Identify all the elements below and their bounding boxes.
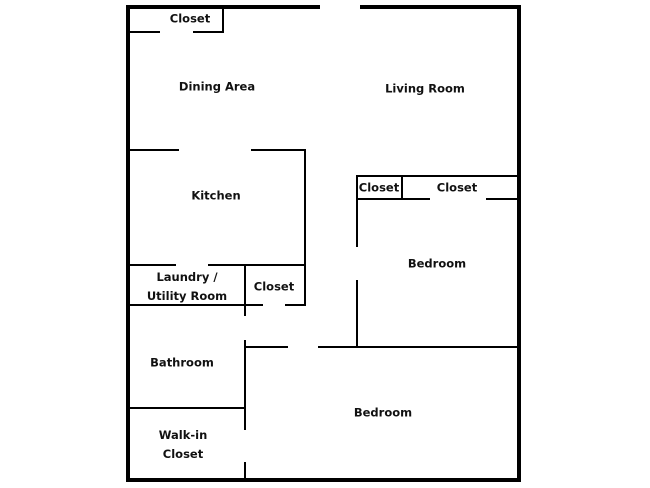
wall-laundry-top-b (208, 264, 306, 266)
wall-outer-top-right (360, 5, 521, 9)
wall-laundry-closet-divider (244, 266, 246, 316)
wall-laundry-bottom-b (285, 304, 306, 306)
wall-bath-bottom (130, 407, 245, 409)
room-label-walk-in-closet: Walk-in Closet (159, 426, 208, 464)
room-label-kitchen: Kitchen (191, 188, 241, 203)
wall-bedroom-closets-bottom-b (486, 198, 518, 200)
wall-kitchen-right (304, 149, 306, 306)
wall-closet-top-bottom-a (130, 31, 160, 33)
wall-bedroom2-top-a (245, 346, 288, 348)
wall-bedroom-closets-bottom-a (358, 198, 430, 200)
room-label-bathroom: Bathroom (150, 355, 214, 370)
room-label-closet-bedroom-large: Closet (436, 180, 478, 195)
room-label-closet-top: Closet (169, 11, 211, 26)
wall-outer-left (126, 5, 130, 482)
room-label-dining-area: Dining Area (178, 79, 256, 94)
wall-laundry-top-a (130, 264, 176, 266)
wall-bedroom2-top-b (318, 346, 518, 348)
wall-bath-right-lower (244, 462, 246, 479)
room-label-closet-bedroom-small: Closet (358, 180, 400, 195)
wall-bedroom1-left-upper (356, 176, 358, 247)
room-label-laundry-utility: Laundry / Utility Room (147, 268, 227, 306)
room-label-laundry-line2: Utility Room (146, 289, 228, 303)
wall-outer-right (517, 5, 521, 482)
wall-bath-right-upper (244, 340, 246, 430)
room-label-laundry-line1: Laundry / (156, 270, 218, 284)
wall-outer-bottom (126, 478, 521, 482)
wall-bedroom1-left-lower (356, 280, 358, 348)
room-label-bedroom-2: Bedroom (353, 405, 413, 420)
wall-bedroom-closets-divider (401, 176, 403, 200)
room-label-walk-in-line2: Closet (162, 447, 204, 461)
room-label-closet-utility: Closet (253, 279, 295, 294)
wall-laundry-bottom-a (130, 304, 263, 306)
room-label-living-room: Living Room (385, 81, 465, 96)
wall-bedroom-closets-top (356, 175, 518, 177)
wall-kitchen-top-b (251, 149, 306, 151)
room-label-walk-in-line1: Walk-in (158, 428, 208, 442)
wall-closet-top-bottom-b (193, 31, 224, 33)
wall-kitchen-top-a (130, 149, 179, 151)
wall-outer-top-left (126, 5, 320, 9)
room-label-bedroom-1: Bedroom (407, 256, 467, 271)
wall-closet-top-right (222, 9, 224, 32)
